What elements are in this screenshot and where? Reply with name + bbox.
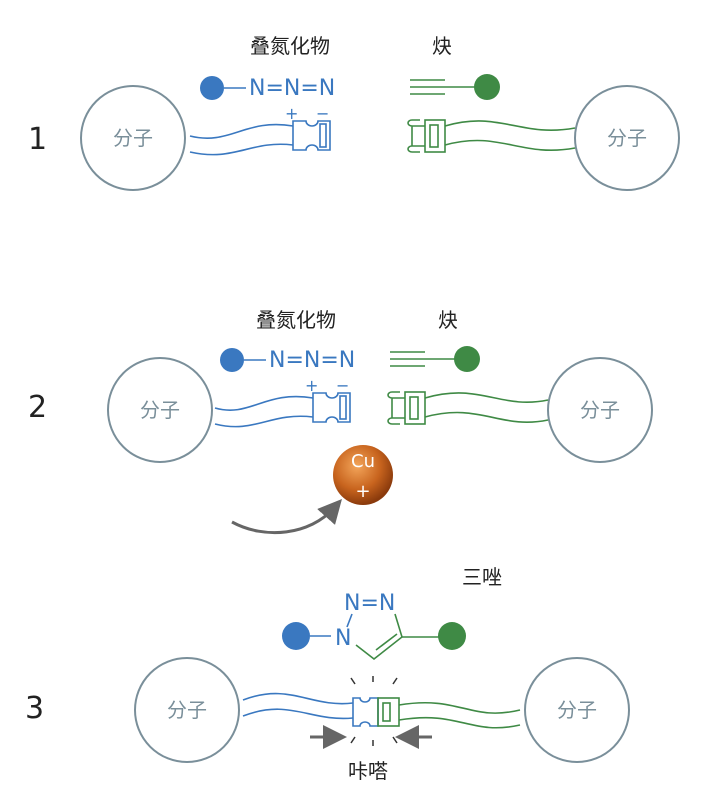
plus-charge: + bbox=[305, 376, 318, 395]
azide-title: 叠氮化物 bbox=[250, 34, 330, 58]
azide-dot bbox=[282, 622, 310, 650]
triazole-n-n: N=N bbox=[344, 591, 395, 616]
azide-title: 叠氮化物 bbox=[256, 308, 336, 332]
molecule-label: 分子 bbox=[140, 398, 180, 422]
molecule-label: 分子 bbox=[557, 698, 597, 722]
molecule-label: 分子 bbox=[167, 698, 207, 722]
triazole-n: N bbox=[335, 626, 351, 651]
copper-catalyst: Cu + bbox=[333, 445, 393, 505]
buckle-female-icon bbox=[292, 120, 331, 151]
step-1: 1 叠氮化物 炔 N=N=N + − 分子 分子 bbox=[28, 34, 680, 191]
azide-dot bbox=[200, 76, 224, 100]
click-sound-label: 咔嗒 bbox=[348, 759, 388, 783]
molecule-circle bbox=[107, 357, 213, 463]
azide-formula: N=N=N bbox=[269, 348, 355, 373]
catalyst-label: Cu bbox=[351, 451, 375, 472]
plus-charge: + bbox=[285, 104, 298, 123]
step-2: 2 叠氮化物 炔 N=N=N + − 分子 分子 bbox=[28, 308, 653, 535]
molecule-circle bbox=[524, 657, 630, 763]
buckle-female-icon bbox=[312, 392, 351, 423]
alkyne-right-part: 分子 bbox=[387, 346, 653, 463]
molecule-circle bbox=[547, 357, 653, 463]
alkyne-dot bbox=[474, 74, 500, 100]
buckle-male-icon bbox=[387, 391, 426, 425]
azide-left-part: N=N=N + − 分子 bbox=[107, 348, 355, 463]
molecule-label: 分子 bbox=[113, 126, 153, 150]
alkyne-title: 炔 bbox=[432, 34, 452, 58]
minus-charge: − bbox=[336, 376, 349, 395]
triazole-structure: N=N N bbox=[282, 591, 466, 661]
step-3: 3 三唑 N=N N 分子 分子 咔嗒 bbox=[25, 565, 630, 783]
molecule-circle bbox=[80, 85, 186, 191]
alkyne-right-part: 分子 bbox=[407, 74, 680, 191]
molecule-label: 分子 bbox=[580, 398, 620, 422]
step-number: 1 bbox=[28, 122, 47, 157]
molecule-circle bbox=[574, 85, 680, 191]
azide-dot bbox=[220, 348, 244, 372]
step-number: 2 bbox=[28, 390, 47, 425]
triazole-title: 三唑 bbox=[462, 565, 502, 589]
alkyne-dot bbox=[438, 622, 466, 650]
minus-charge: − bbox=[316, 104, 329, 123]
azide-left-part: N=N=N + − 分子 bbox=[80, 76, 335, 191]
curved-arrow-icon bbox=[231, 499, 342, 535]
azide-formula: N=N=N bbox=[249, 76, 335, 101]
catalyst-charge: + bbox=[355, 481, 370, 502]
buckle-joined-icon bbox=[352, 697, 400, 727]
molecule-label: 分子 bbox=[607, 126, 647, 150]
step-number: 3 bbox=[25, 691, 44, 726]
alkyne-title: 炔 bbox=[438, 308, 458, 332]
molecule-circle bbox=[134, 657, 240, 763]
buckle-male-icon bbox=[407, 119, 446, 153]
alkyne-dot bbox=[454, 346, 480, 372]
